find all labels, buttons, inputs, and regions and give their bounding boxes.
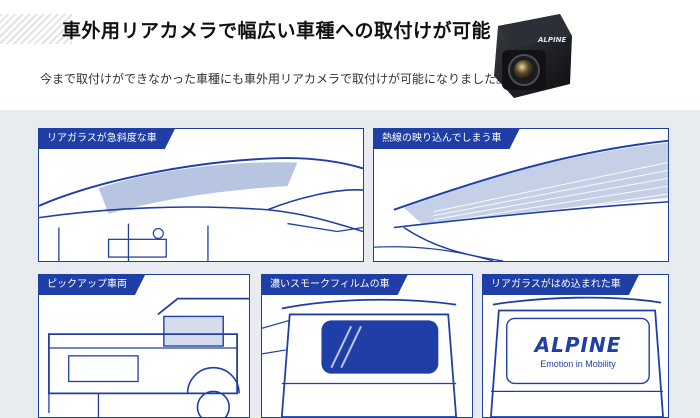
pickup-truck-illustration — [48, 297, 249, 417]
page-title: 車外用リアカメラで幅広い車種への取付けが可能 — [62, 21, 492, 42]
lead-text: 今まで取付けができなかった車種にも車外用リアカメラで取付けが可能になりました。 — [40, 72, 509, 86]
case-panel-steep-rear-glass: リアガラスが急斜度な車 — [38, 128, 364, 262]
heating-wire-reflection-car-illustration — [374, 139, 668, 261]
case-label: ピックアップ車両 — [39, 275, 145, 295]
case-label: リアガラスが急斜度な車 — [39, 129, 175, 149]
case-panel-fitted-rear-glass: ALPINE Emotion in Mobility リアガラスがはめ込まれた車 — [482, 274, 669, 418]
case-label: 熱線の映り込んでしまう車 — [374, 129, 520, 149]
case-panel-smoke-film: 濃いスモークフィルムの車 — [261, 274, 473, 418]
alpine-logo-decal: ALPINE Emotion in Mobility — [513, 333, 643, 369]
title-hatch-decoration — [0, 14, 72, 44]
alpine-tagline: Emotion in Mobility — [540, 359, 616, 369]
case-label: リアガラスがはめ込まれた車 — [483, 275, 639, 295]
svg-text:ALPINE: ALPINE — [537, 36, 566, 44]
fitted-rear-glass-van-illustration — [490, 296, 664, 417]
case-panel-pickup-truck: ピックアップ車両 — [38, 274, 250, 418]
steep-rear-glass-car-illustration — [39, 157, 363, 261]
case-panel-heating-wire: 熱線の映り込んでしまう車 — [373, 128, 669, 262]
dark-smoke-film-van-illustration — [262, 298, 458, 417]
rear-camera-product-image: ALPINE — [494, 14, 572, 98]
alpine-logo: ALPINE — [534, 333, 622, 357]
case-label: 濃いスモークフィルムの車 — [262, 275, 408, 295]
